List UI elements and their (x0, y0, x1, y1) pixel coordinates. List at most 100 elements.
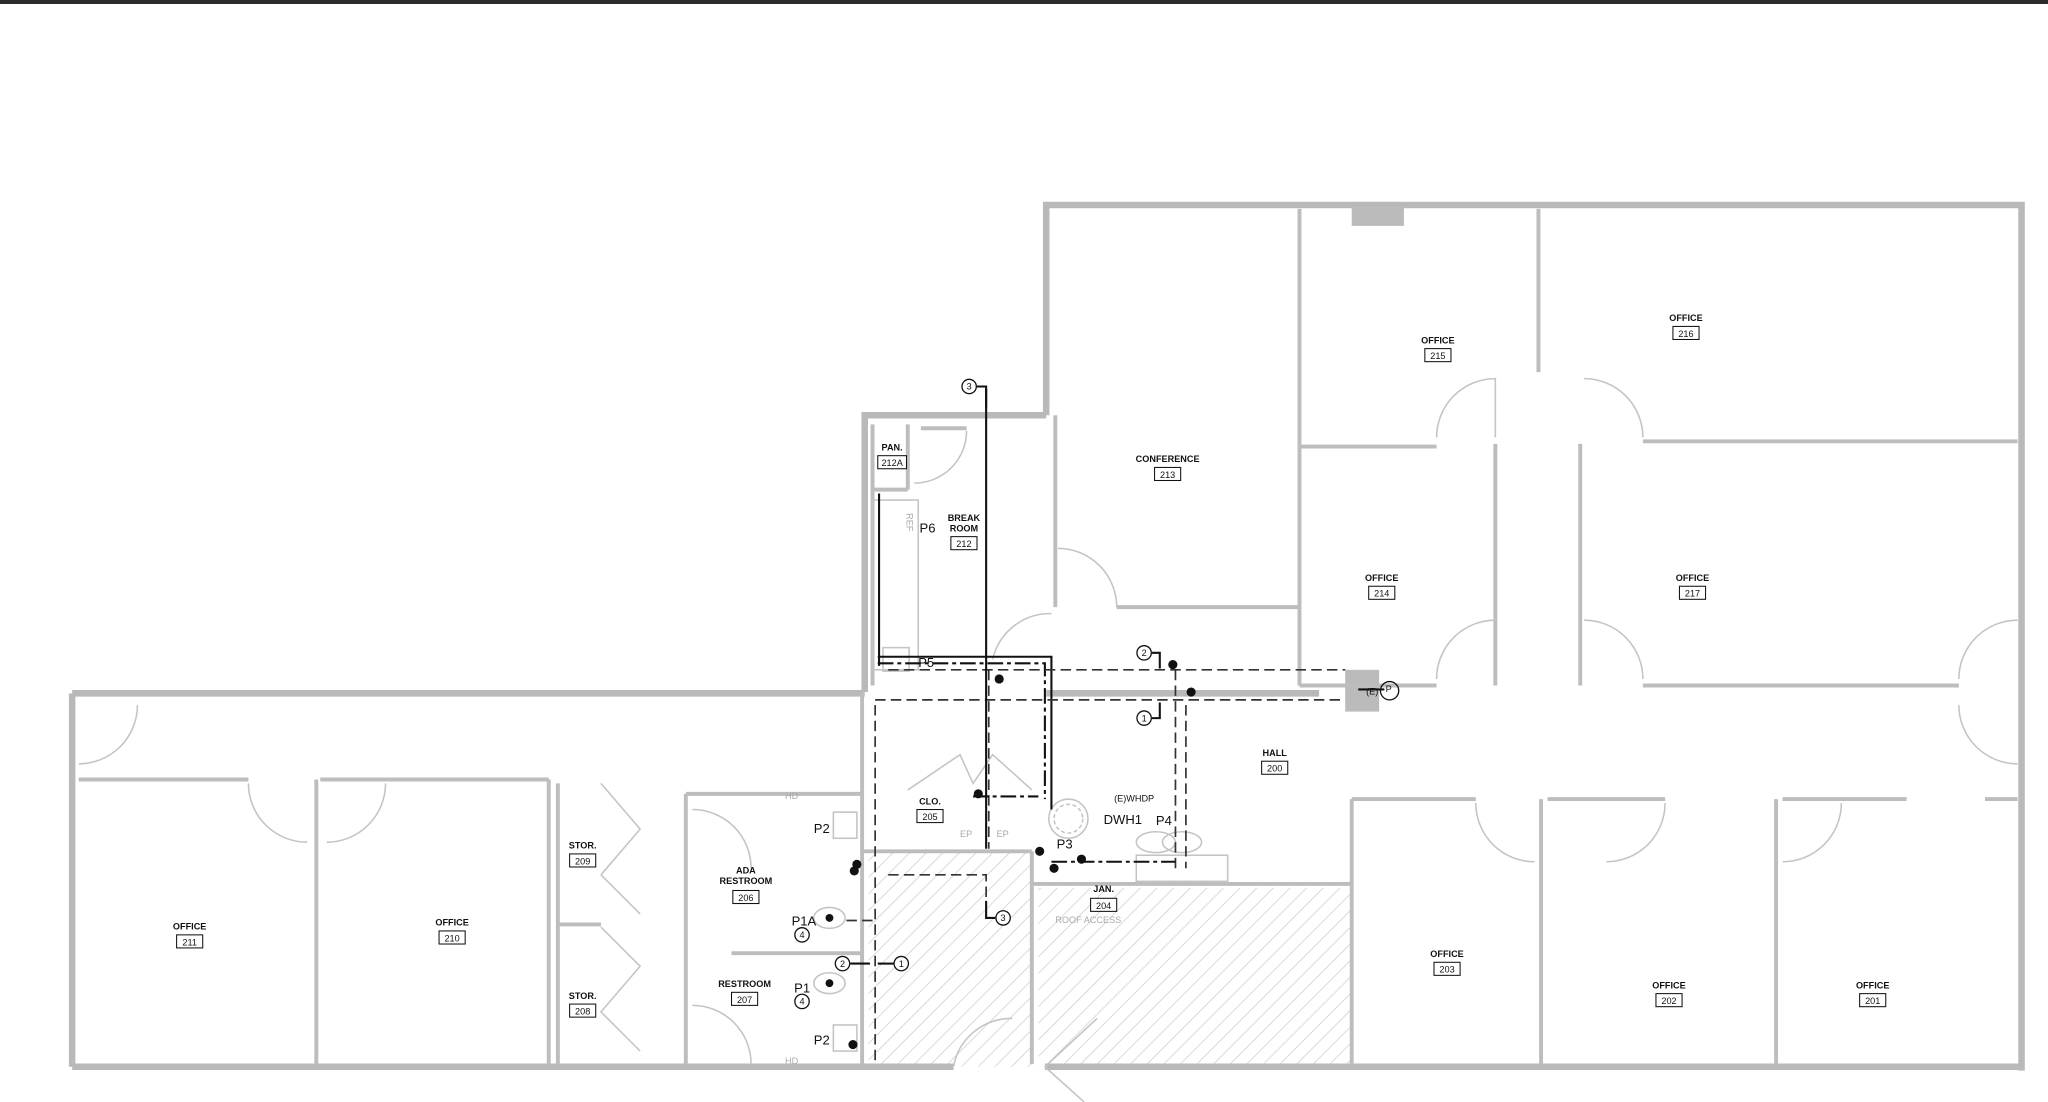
label-p6: P6 (920, 521, 936, 536)
svg-text:4: 4 (799, 930, 804, 940)
svg-text:RESTROOM: RESTROOM (720, 876, 773, 886)
hatched-area-shaft (868, 851, 1032, 1067)
svg-text:2: 2 (1142, 648, 1147, 658)
svg-text:OFFICE: OFFICE (1365, 573, 1398, 583)
svg-text:203: 203 (1439, 965, 1454, 975)
svg-text:3: 3 (1001, 913, 1006, 923)
doors (78, 377, 2018, 1102)
svg-text:4: 4 (799, 997, 804, 1007)
keynote-3-top: 3 (961, 378, 988, 408)
label-existing: (E) (1366, 687, 1378, 697)
room-office-217: OFFICE 217 (1676, 573, 1709, 600)
svg-text:210: 210 (444, 933, 459, 943)
svg-text:CONFERENCE: CONFERENCE (1136, 454, 1200, 464)
room-office-203: OFFICE 203 (1430, 949, 1464, 976)
svg-text:1: 1 (1142, 713, 1147, 723)
room-office-211: OFFICE 211 (173, 922, 206, 949)
room-office-201: OFFICE 201 (1856, 980, 1889, 1008)
room-conference-213: CONFERENCE 213 (1136, 454, 1200, 482)
interior-walls (78, 208, 2018, 1065)
ep-note-2: EP (997, 829, 1009, 839)
label-p4: P4 (1156, 813, 1172, 828)
svg-text:CLO.: CLO. (919, 796, 941, 806)
room-storage-208: STOR. 208 (569, 991, 597, 1018)
svg-text:206: 206 (738, 893, 753, 903)
room-office-216: OFFICE 216 (1669, 313, 1703, 341)
label-p1: P1 (794, 980, 810, 995)
svg-text:201: 201 (1865, 996, 1880, 1006)
hd-note-1: HD (785, 791, 799, 801)
svg-text:HALL: HALL (1263, 748, 1288, 758)
room-pantry-212a: PAN. 212A (877, 442, 908, 470)
hd-note-2: HD (785, 1056, 799, 1066)
label-whdp: (E)WHDP (1114, 794, 1154, 804)
svg-text:OFFICE: OFFICE (1421, 335, 1454, 345)
label-p-tag: P (1386, 684, 1392, 694)
room-office-214: OFFICE 214 (1365, 573, 1398, 600)
svg-text:2: 2 (840, 959, 845, 969)
label-p2-upper: P2 (814, 821, 830, 836)
keynote-4-p1a: 4 (794, 927, 810, 943)
svg-text:217: 217 (1685, 589, 1700, 599)
room-office-202: OFFICE 202 (1652, 980, 1686, 1008)
svg-text:205: 205 (922, 812, 937, 822)
svg-text:216: 216 (1678, 329, 1693, 339)
svg-text:208: 208 (575, 1007, 590, 1017)
svg-text:RESTROOM: RESTROOM (718, 979, 771, 989)
label-p5: P5 (918, 655, 934, 670)
svg-text:STOR.: STOR. (569, 991, 597, 1001)
label-p1a: P1A (792, 914, 817, 929)
svg-text:STOR.: STOR. (569, 841, 597, 851)
fixture-labels: P5 P6 P2 P2 P1A P1 P3 P4 DWH1 (E)WHDP (E… (785, 513, 1392, 1066)
room-hall-200: HALL 200 (1261, 748, 1289, 775)
svg-text:OFFICE: OFFICE (435, 918, 468, 928)
svg-text:215: 215 (1430, 351, 1445, 361)
room-storage-209: STOR. 209 (569, 841, 597, 868)
keynote-3-shaft: 3 (985, 900, 1011, 926)
svg-text:PAN.: PAN. (882, 442, 903, 452)
svg-text:1: 1 (899, 959, 904, 969)
svg-text:OFFICE: OFFICE (1430, 949, 1463, 959)
svg-text:209: 209 (575, 856, 590, 866)
room-janitor-204: JAN. 204 (1090, 884, 1118, 912)
svg-text:OFFICE: OFFICE (173, 922, 206, 932)
label-dwh1: DWH1 (1104, 812, 1142, 827)
svg-text:202: 202 (1661, 996, 1676, 1006)
hatched-area-roof (1038, 887, 1352, 1067)
svg-text:OFFICE: OFFICE (1676, 573, 1709, 583)
svg-text:OFFICE: OFFICE (1669, 313, 1702, 323)
svg-text:207: 207 (737, 995, 752, 1005)
keynote-4-p1: 4 (794, 993, 810, 1010)
keynotes: 3 2 1 3 2 1 4 4 (794, 378, 1161, 1010)
ep-note-1: EP (960, 829, 972, 839)
ref-note: REF (904, 513, 914, 532)
svg-text:211: 211 (182, 937, 197, 947)
svg-text:3: 3 (967, 382, 972, 392)
keynote-1-hall: 1 (1136, 702, 1161, 726)
keynote-2-hall: 2 (1136, 645, 1161, 669)
room-closet-205: CLO. 205 (916, 796, 944, 824)
svg-text:BREAK: BREAK (948, 513, 981, 523)
svg-text:213: 213 (1160, 470, 1175, 480)
svg-text:OFFICE: OFFICE (1652, 980, 1685, 990)
piping (825, 389, 1400, 1065)
svg-text:JAN.: JAN. (1093, 884, 1114, 894)
label-p2-lower: P2 (814, 1033, 830, 1048)
svg-text:212A: 212A (881, 458, 903, 468)
svg-text:212: 212 (956, 539, 971, 549)
svg-text:204: 204 (1096, 901, 1111, 911)
svg-text:ROOM: ROOM (950, 523, 978, 533)
svg-text:200: 200 (1267, 764, 1282, 774)
room-office-210: OFFICE 210 (435, 918, 469, 945)
label-p3: P3 (1057, 837, 1073, 852)
svg-text:OFFICE: OFFICE (1856, 980, 1889, 990)
svg-text:214: 214 (1374, 589, 1389, 599)
room-restroom-207: RESTROOM 207 (718, 979, 771, 1006)
room-office-215: OFFICE 215 (1421, 335, 1455, 363)
svg-text:ADA: ADA (736, 866, 756, 876)
keynote-2-restroom: 2 (834, 955, 870, 972)
